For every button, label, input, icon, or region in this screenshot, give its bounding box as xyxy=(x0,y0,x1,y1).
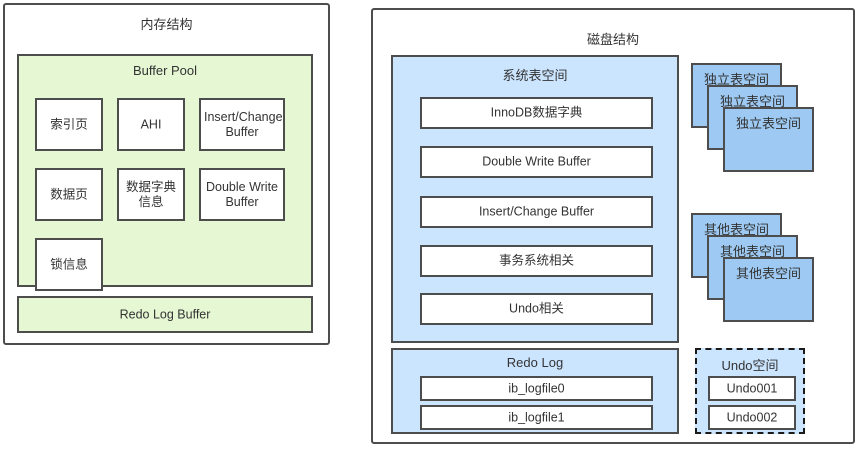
redo-log-item-ib-logfile1: ib_logfile1 xyxy=(420,405,653,430)
other-tablespace-stack: 其他表空间 其他表空间 其他表空间 xyxy=(691,205,841,335)
independent-tablespace-label: 独立表空间 xyxy=(703,72,769,87)
system-tablespace-item-double-write-buffer: Double Write Buffer xyxy=(420,146,653,178)
other-tablespace-label: 其他表空间 xyxy=(735,266,801,281)
independent-tablespace-label: 独立表空间 xyxy=(719,94,785,109)
buffer-pool-item-label: 索引页 xyxy=(50,117,88,131)
buffer-pool-container: Buffer Pool 索引页 AHI Insert/Change Buffer… xyxy=(17,54,313,291)
disk-structure-title: 磁盘结构 xyxy=(586,32,639,47)
redo-log-buffer-box: Redo Log Buffer xyxy=(17,296,313,333)
undo-space-container: Undo空间 Undo001 Undo002 xyxy=(695,348,805,434)
buffer-pool-item-label: Double Write Buffer xyxy=(205,179,279,209)
buffer-pool-item-label: 锁信息 xyxy=(50,257,88,271)
buffer-pool-item-label: AHI xyxy=(140,117,162,131)
other-tablespace-label: 其他表空间 xyxy=(703,222,769,237)
redo-log-item-label: ib_logfile1 xyxy=(508,410,565,424)
system-tablespace-item-innodb-data-dictionary: InnoDB数据字典 xyxy=(420,97,653,129)
undo-space-item-undo001: Undo001 xyxy=(708,376,796,401)
redo-log-buffer-label: Redo Log Buffer xyxy=(119,307,211,321)
buffer-pool-item-lock-info: 锁信息 xyxy=(35,238,103,291)
buffer-pool-item-double-write-buffer: Double Write Buffer xyxy=(199,168,285,221)
redo-log-item-label: ib_logfile0 xyxy=(508,381,565,395)
buffer-pool-item-label: 数据字典信息 xyxy=(125,179,176,209)
system-tablespace-item-transaction-system: 事务系统相关 xyxy=(420,245,653,277)
buffer-pool-item-ahi: AHI xyxy=(117,98,185,151)
independent-tablespace-card: 独立表空间 xyxy=(723,107,814,172)
redo-log-title: Redo Log xyxy=(506,355,564,370)
undo-space-item-undo002: Undo002 xyxy=(708,405,796,430)
system-tablespace-title: 系统表空间 xyxy=(502,68,568,83)
redo-log-container: Redo Log ib_logfile0 ib_logfile1 xyxy=(391,348,679,434)
buffer-pool-item-data-dictionary-info: 数据字典信息 xyxy=(117,168,185,221)
disk-structure-panel: 磁盘结构 系统表空间 InnoDB数据字典 Double Write Buffe… xyxy=(371,8,855,444)
system-tablespace-item-label: 事务系统相关 xyxy=(498,253,574,268)
buffer-pool-item-index-page: 索引页 xyxy=(35,98,103,151)
buffer-pool-title: Buffer Pool xyxy=(132,63,198,78)
system-tablespace-container: 系统表空间 InnoDB数据字典 Double Write Buffer Ins… xyxy=(391,55,679,343)
buffer-pool-item-label: 数据页 xyxy=(50,187,88,201)
undo-space-item-label: Undo002 xyxy=(726,410,778,424)
system-tablespace-item-insert-change-buffer: Insert/Change Buffer xyxy=(420,196,653,228)
redo-log-item-ib-logfile0: ib_logfile0 xyxy=(420,376,653,401)
undo-space-title: Undo空间 xyxy=(721,358,779,373)
buffer-pool-item-label: Insert/Change Buffer xyxy=(204,109,283,139)
memory-structure-title: 内存结构 xyxy=(140,17,193,32)
undo-space-item-label: Undo001 xyxy=(726,381,778,395)
buffer-pool-item-data-page: 数据页 xyxy=(35,168,103,221)
independent-tablespace-label: 独立表空间 xyxy=(735,116,801,131)
buffer-pool-item-insert-change-buffer: Insert/Change Buffer xyxy=(199,98,285,151)
other-tablespace-card: 其他表空间 xyxy=(723,257,814,322)
system-tablespace-item-label: InnoDB数据字典 xyxy=(490,105,583,120)
independent-tablespace-stack: 独立表空间 独立表空间 独立表空间 xyxy=(691,55,841,185)
other-tablespace-label: 其他表空间 xyxy=(719,244,785,259)
system-tablespace-item-undo-related: Undo相关 xyxy=(420,293,653,325)
system-tablespace-item-label: Undo相关 xyxy=(509,301,564,316)
system-tablespace-item-label: Insert/Change Buffer xyxy=(478,204,595,219)
memory-structure-panel: 内存结构 Buffer Pool 索引页 AHI Insert/Change B… xyxy=(3,3,330,345)
system-tablespace-item-label: Double Write Buffer xyxy=(482,154,591,169)
